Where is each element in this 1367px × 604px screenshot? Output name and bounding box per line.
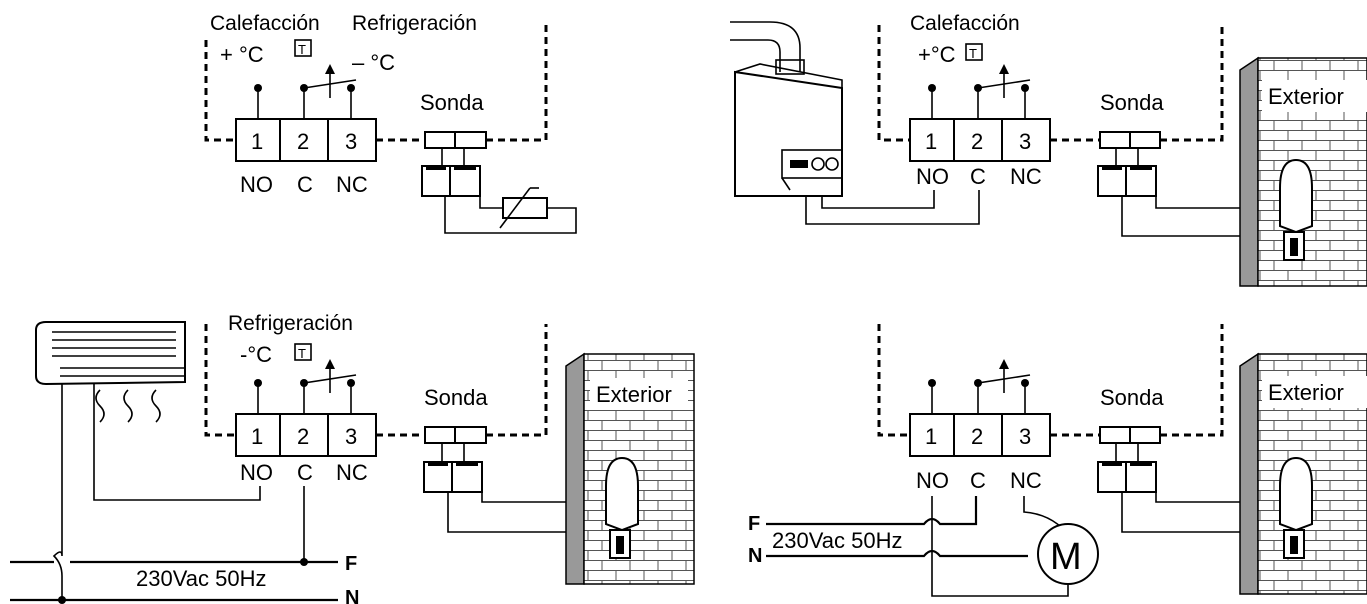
enclosure-dash-left: [204, 324, 425, 437]
temp-plus-label: + °C: [220, 42, 264, 67]
enclosure-dash-left: [204, 40, 425, 142]
ntc-resistor: [444, 178, 577, 234]
panel-motor-control: 1 2 3 NO C NC F N 230Vac 50Hz M: [748, 324, 1367, 597]
probe-label: Sonda: [1100, 385, 1164, 410]
enclosure-dash-right: [486, 25, 548, 142]
line-n-label: N: [748, 545, 762, 567]
thermostat-symbol: T: [969, 46, 977, 61]
relay-contact: [928, 64, 1031, 119]
terminal-number-1: 1: [251, 424, 263, 449]
enclosure-dash-right: [1160, 324, 1224, 437]
terminal-label-c: C: [970, 164, 986, 189]
boiler-icon: [734, 63, 843, 197]
probe-connector: [423, 426, 604, 533]
heading-cooling: Refrigeración: [228, 312, 353, 335]
air-conditioner-icon: [35, 321, 186, 386]
enclosure-dash-right: [486, 324, 548, 437]
temp-minus-label: -°C: [240, 342, 272, 367]
terminal-label-nc: NC: [336, 172, 368, 197]
terminal-number-1: 1: [925, 424, 937, 449]
wire-ac-no: [93, 384, 261, 501]
probe-connector: [1097, 426, 1276, 533]
panel-air-conditioner-cooling: Refrigeración -°C T 1 2 3 NO C NC: [10, 312, 695, 604]
terminal-block: 1 2 3 NO C NC: [235, 413, 377, 485]
exterior-wall: Exterior: [1239, 56, 1367, 287]
temp-minus-label: – °C: [352, 50, 395, 75]
heading-cooling: Refrigeración: [352, 12, 477, 35]
thermostat-symbol: T: [298, 42, 306, 57]
terminal-block: 1 2 3 NO C NC: [235, 118, 377, 197]
probe-connector: [1097, 131, 1276, 237]
relay-contact: [928, 359, 1031, 414]
thermostat-symbol-box: [294, 343, 312, 361]
supply-voltage-label: 230Vac 50Hz: [772, 528, 902, 553]
terminal-number-2: 2: [971, 129, 983, 154]
outdoor-sensor-icon: [1279, 158, 1313, 261]
exterior-label: Exterior: [1268, 380, 1344, 405]
terminal-number-2: 2: [297, 424, 309, 449]
terminal-number-3: 3: [1019, 424, 1031, 449]
terminal-label-c: C: [297, 460, 313, 485]
line-n-label: N: [345, 587, 359, 604]
terminal-label-no: NO: [240, 172, 273, 197]
terminal-label-nc: NC: [336, 460, 368, 485]
terminal-number-1: 1: [251, 129, 263, 154]
wire-boiler-no: [821, 190, 935, 209]
exterior-wall: Exterior: [565, 352, 695, 585]
wire-boiler-c: [805, 190, 980, 225]
line-f-label: F: [748, 513, 760, 535]
enclosure-dash-right: [1160, 25, 1224, 142]
line-f: [766, 496, 978, 526]
terminal-label-c: C: [297, 172, 313, 197]
terminal-number-3: 3: [345, 129, 357, 154]
terminal-number-2: 2: [297, 129, 309, 154]
terminal-block: 1 2 3 NO C NC: [909, 118, 1051, 189]
terminal-label-nc: NC: [1010, 468, 1042, 493]
flue-pipe: [730, 21, 801, 72]
thermostat-symbol-box: [294, 39, 312, 57]
panel-boiler-heating: Calefacción +°C T 1 2 3 NO C NC: [730, 12, 1367, 287]
wire-no-to-motor: [931, 496, 1069, 597]
enclosure-dash-left: [877, 25, 1100, 142]
terminal-number-2: 2: [971, 424, 983, 449]
terminal-label-no: NO: [240, 460, 273, 485]
probe-connector: [421, 131, 487, 197]
exterior-label: Exterior: [1268, 84, 1344, 109]
probe-label: Sonda: [420, 90, 484, 115]
line-f-label: F: [345, 553, 357, 575]
outdoor-sensor-icon: [605, 456, 639, 559]
exterior-wall: Exterior: [1239, 352, 1367, 595]
terminal-label-no: NO: [916, 164, 949, 189]
relay-contact: [254, 359, 357, 414]
heading-heating: Calefacción: [210, 12, 320, 35]
terminal-number-3: 3: [345, 424, 357, 449]
terminal-box-2: [279, 118, 329, 162]
relay-contact: [254, 64, 357, 119]
wire-ac-n: [52, 384, 63, 600]
enclosure-dash-left: [877, 324, 1100, 437]
thermostat-symbol-box: [965, 43, 983, 61]
terminal-number-1: 1: [925, 129, 937, 154]
terminal-label-c: C: [970, 468, 986, 493]
motor-label: M: [1050, 536, 1082, 578]
terminal-label-no: NO: [916, 468, 949, 493]
probe-label: Sonda: [424, 385, 488, 410]
supply-voltage-label: 230Vac 50Hz: [136, 566, 266, 591]
temp-plus-label: +°C: [918, 42, 956, 67]
panel-thermostat-heat-cool: Calefacción Refrigeración + °C – °C T 1 …: [204, 12, 577, 234]
terminal-number-3: 3: [1019, 129, 1031, 154]
heading-heating: Calefacción: [910, 12, 1020, 35]
airflow-icon: [95, 389, 105, 423]
exterior-label: Exterior: [596, 382, 672, 407]
outdoor-sensor-icon: [1279, 456, 1313, 559]
terminal-box-3: [327, 118, 377, 162]
probe-label: Sonda: [1100, 90, 1164, 115]
terminal-block: 1 2 3 NO C NC: [909, 413, 1051, 493]
thermostat-symbol: T: [298, 346, 306, 361]
terminal-label-nc: NC: [1010, 164, 1042, 189]
motor-icon: M: [1037, 523, 1099, 585]
